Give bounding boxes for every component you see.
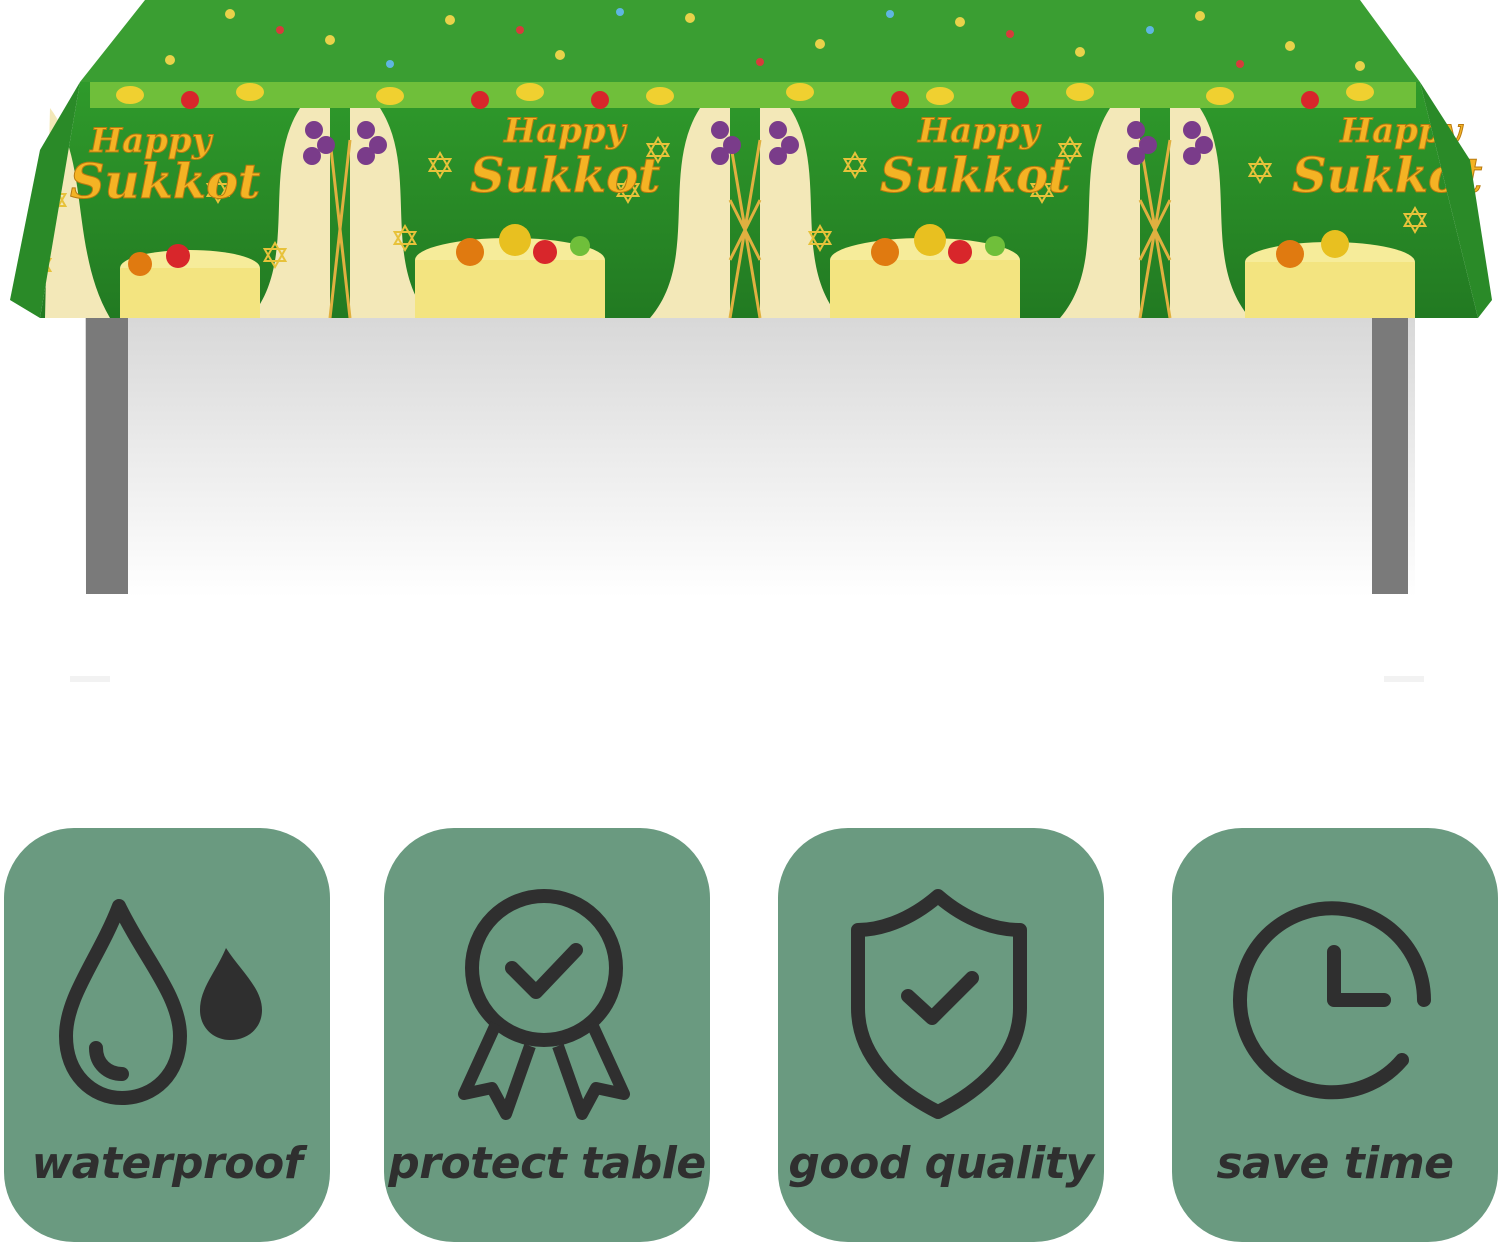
product-image: Happy Sukkot Happy Sukkot Happy Sukkot H… (10, 0, 1492, 682)
feature-card-save-time: save time (1172, 828, 1498, 1242)
feature-label-save-time: save time (1216, 1138, 1454, 1189)
banner-sukkot-1: Sukkot (70, 154, 260, 210)
feature-card-waterproof: waterproof (4, 828, 330, 1242)
shield-check-icon (851, 889, 1027, 1119)
award-ribbon-icon (458, 889, 630, 1120)
table-leg-right (1372, 318, 1408, 594)
banner-sukkot-2: Sukkot (470, 148, 660, 204)
tablecloth-illustration: Happy Sukkot Happy Sukkot Happy Sukkot H… (10, 0, 1492, 682)
feature-card-good-quality: good quality (778, 828, 1104, 1242)
water-drop-icon (59, 899, 262, 1105)
banner-sukkot-3: Sukkot (880, 148, 1070, 204)
banner-happy-1: Happy (89, 121, 214, 161)
tablecloth-top (80, 0, 1420, 82)
feature-label-waterproof: waterproof (31, 1138, 303, 1189)
clock-icon (1233, 901, 1431, 1100)
feature-label-good-quality: good quality (788, 1138, 1094, 1189)
banner-happy-3: Happy (917, 111, 1042, 151)
feature-card-protect-table: protect table (384, 828, 710, 1242)
banner-happy-2: Happy (503, 111, 628, 151)
feature-cards: waterproof protect table good quality sa… (0, 828, 1500, 1248)
table-leg-left (86, 318, 128, 594)
feature-label-protect-table: protect table (388, 1138, 706, 1189)
banner-happy-4: Happy (1339, 111, 1464, 151)
